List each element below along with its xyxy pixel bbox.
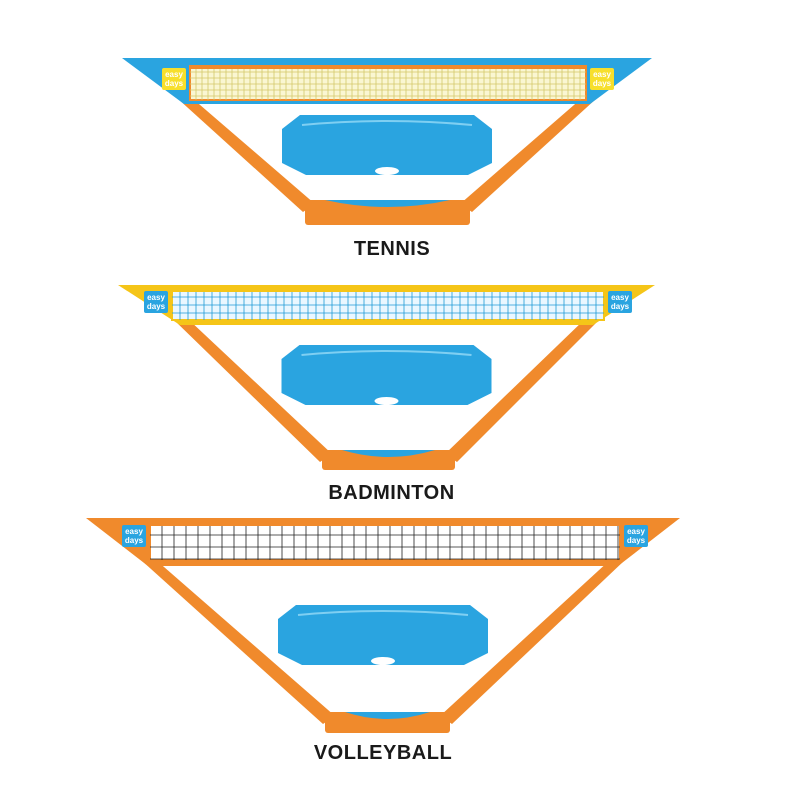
frame-base (322, 450, 455, 470)
logo-line-1: easy (627, 527, 645, 536)
right-leg (460, 98, 597, 212)
sport-label: TENNIS (354, 238, 430, 260)
carry-bag-icon (282, 115, 492, 175)
left-leg (177, 98, 315, 212)
logo-line-1: easy (125, 527, 143, 536)
left-leg (173, 319, 332, 462)
right-leg (440, 560, 625, 724)
logo-line-2: days (165, 79, 184, 88)
logo-line-1: easy (165, 70, 183, 79)
frame-legs (173, 319, 600, 462)
carry-bag-icon (281, 345, 492, 405)
logo-line-2: days (147, 302, 166, 311)
net-mesh (171, 288, 605, 321)
carry-bag-icon (278, 605, 488, 665)
frame-base (305, 200, 470, 225)
logo-line-1: easy (611, 293, 629, 302)
logo-line-2: days (611, 302, 630, 311)
frame-base (325, 712, 450, 733)
right-leg (445, 319, 600, 462)
net-mesh (189, 65, 587, 101)
logo-line-1: easy (147, 293, 165, 302)
logo-line-2: days (627, 536, 646, 545)
net-mesh (149, 522, 621, 561)
logo-line-2: days (593, 79, 612, 88)
frame-legs (177, 98, 597, 212)
logo-line-2: days (125, 536, 144, 545)
logo-line-1: easy (593, 70, 611, 79)
sport-label: VOLLEYBALL (314, 742, 452, 764)
sport-label: BADMINTON (328, 482, 454, 504)
frame-legs (141, 560, 625, 724)
left-leg (141, 560, 335, 724)
